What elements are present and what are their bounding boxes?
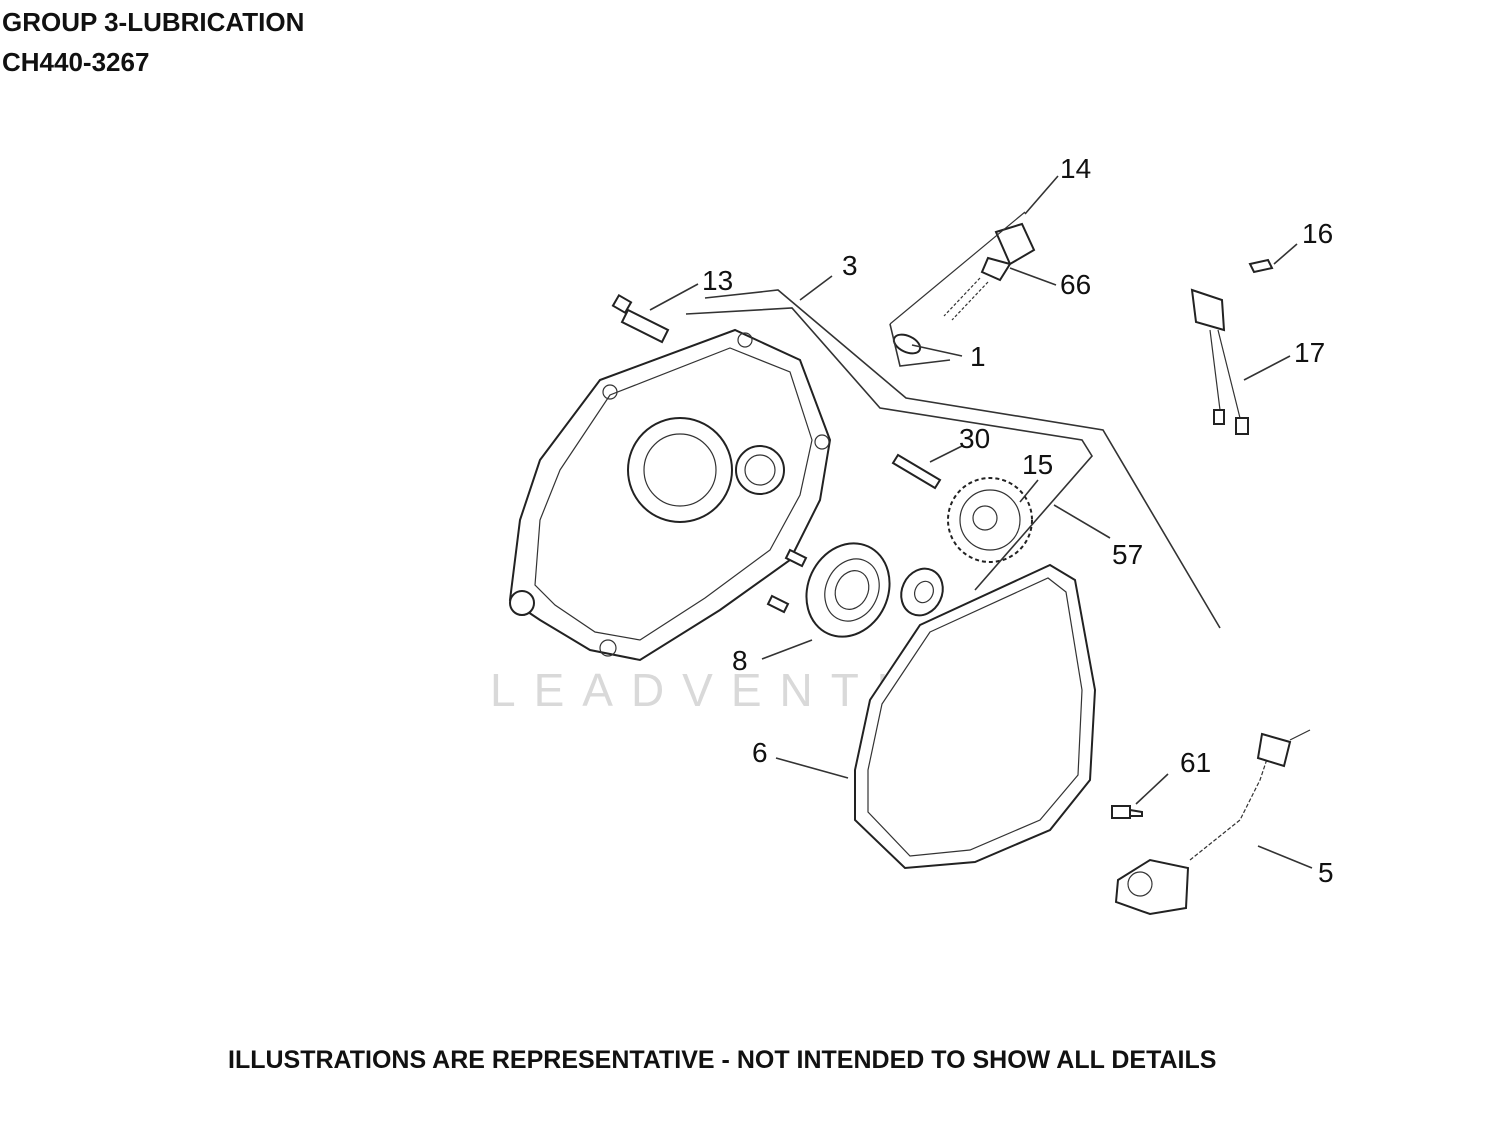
leader-lines (649, 175, 1313, 869)
model-number: CH440-3267 (2, 47, 150, 77)
callout-30: 30 (959, 423, 990, 454)
callout-15: 15 (1022, 449, 1053, 480)
callout-5: 5 (1318, 857, 1334, 888)
callout-66: 66 (1060, 269, 1091, 300)
callout-3: 3 (842, 250, 858, 281)
boundary-lines (685, 289, 1221, 629)
group-title: GROUP 3-LUBRICATION (2, 7, 305, 37)
oil-switch-5 (1111, 729, 1311, 916)
callout-13: 13 (702, 265, 733, 296)
callout-8: 8 (732, 645, 748, 676)
callout-61: 61 (1180, 747, 1211, 778)
bolt-13 (611, 293, 670, 344)
callout-57: 57 (1112, 539, 1143, 570)
small-bearing (900, 567, 944, 617)
callout-14: 14 (1060, 153, 1091, 184)
dipstick-assembly (889, 211, 1036, 355)
dowel-pins (766, 548, 808, 614)
callout-6: 6 (752, 737, 768, 768)
callout-1: 1 (970, 341, 986, 372)
bearing-8 (805, 542, 891, 638)
shaft-30 (891, 453, 942, 490)
callout-16: 16 (1302, 218, 1333, 249)
oil-sensor-17 (1190, 258, 1274, 435)
disclaimer-note: ILLUSTRATIONS ARE REPRESENTATIVE - NOT I… (228, 1046, 1217, 1074)
crankcase-cover (508, 328, 832, 662)
gasket-6 (854, 563, 1097, 870)
callout-17: 17 (1294, 337, 1325, 368)
gear-15 (947, 477, 1033, 563)
